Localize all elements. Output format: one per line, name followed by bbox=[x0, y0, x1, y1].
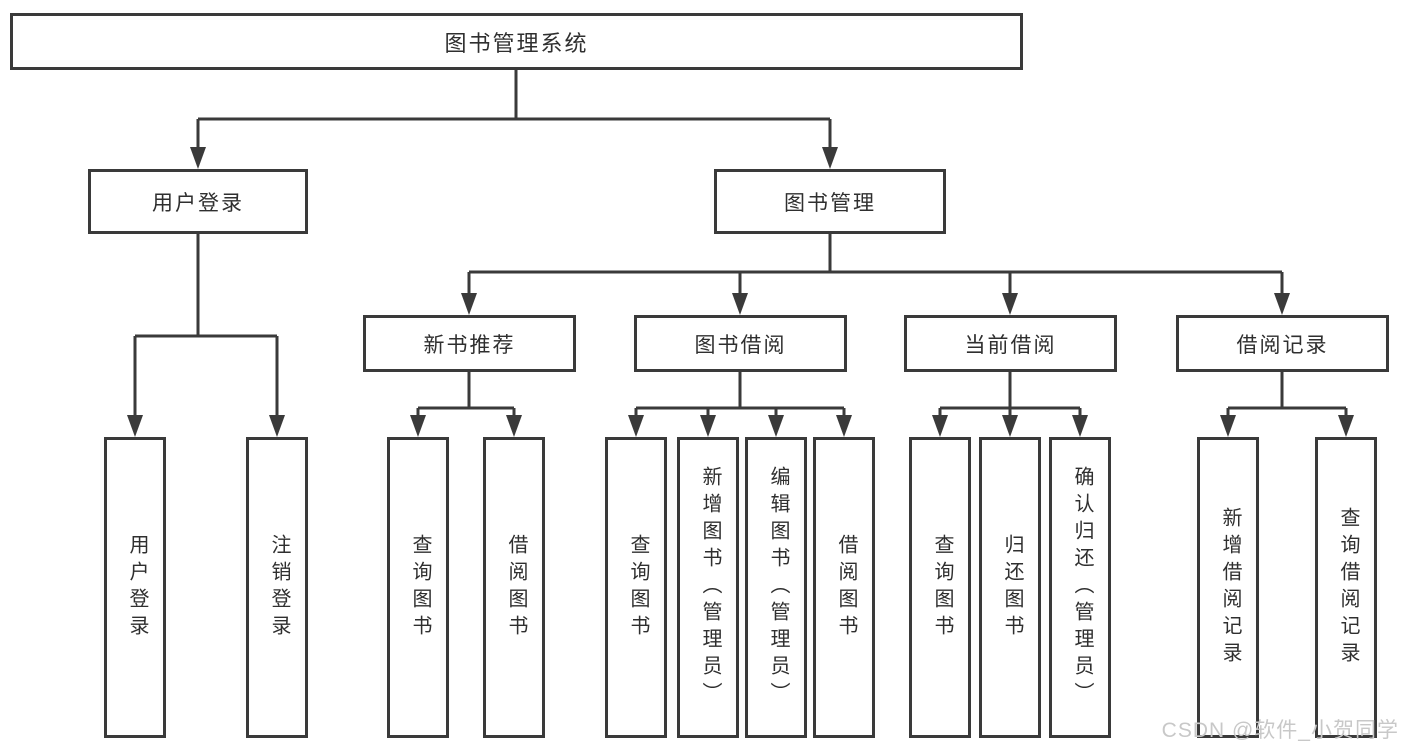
node-book-borrowing: 图书借阅 bbox=[634, 315, 847, 372]
csdn-watermark: CSDN @软件_小贺同学 bbox=[1161, 719, 1399, 742]
node-leaf-query-books-2: 查询图书 bbox=[605, 437, 667, 738]
node-leaf-add-books-admin: 新增图书（管理员） bbox=[677, 437, 739, 738]
node-leaf-user-login: 用户登录 bbox=[104, 437, 166, 738]
node-leaf-return-books: 归还图书 bbox=[979, 437, 1041, 738]
node-leaf-add-borrow-record: 新增借阅记录 bbox=[1197, 437, 1259, 738]
node-current-borrowing: 当前借阅 bbox=[904, 315, 1117, 372]
node-borrowing-records: 借阅记录 bbox=[1176, 315, 1389, 372]
node-leaf-borrow-books-2: 借阅图书 bbox=[813, 437, 875, 738]
node-book-management: 图书管理 bbox=[714, 169, 946, 234]
node-user-login: 用户登录 bbox=[88, 169, 308, 234]
node-leaf-borrow-books-1: 借阅图书 bbox=[483, 437, 545, 738]
node-leaf-edit-books-admin: 编辑图书（管理员） bbox=[745, 437, 807, 738]
node-new-book-recommend: 新书推荐 bbox=[363, 315, 576, 372]
node-leaf-query-borrow-record: 查询借阅记录 bbox=[1315, 437, 1377, 738]
node-leaf-confirm-return-admin: 确认归还（管理员） bbox=[1049, 437, 1111, 738]
node-leaf-logout: 注销登录 bbox=[246, 437, 308, 738]
arrow-down-icons bbox=[127, 147, 1354, 437]
node-root-library-management-system: 图书管理系统 bbox=[10, 13, 1023, 70]
node-leaf-query-books-1: 查询图书 bbox=[387, 437, 449, 738]
node-leaf-query-books-3: 查询图书 bbox=[909, 437, 971, 738]
